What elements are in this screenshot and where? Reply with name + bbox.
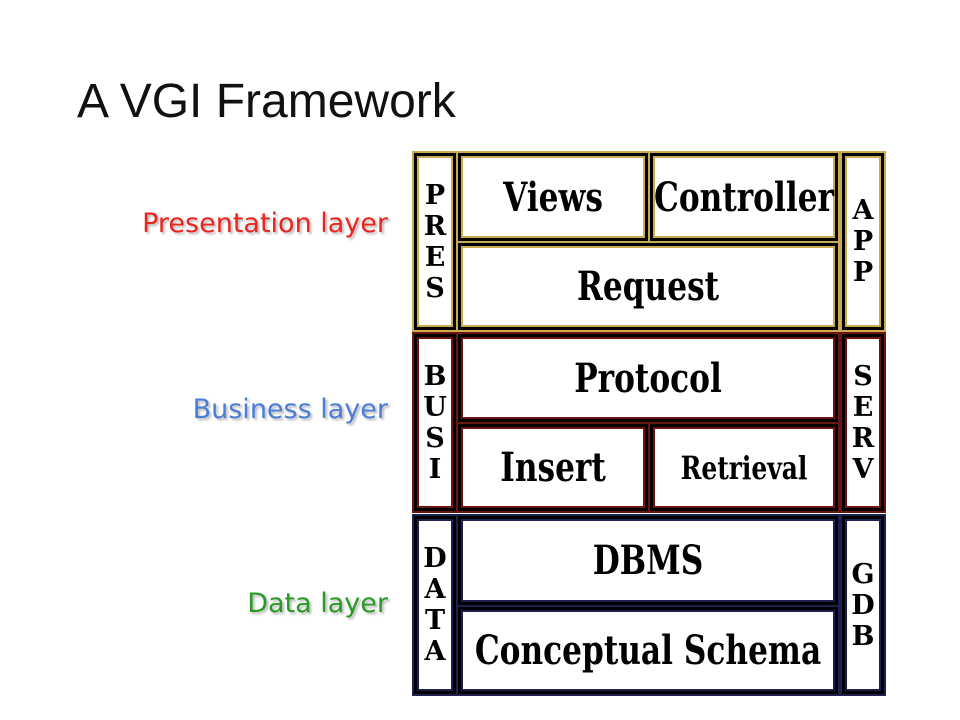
request-box: Request [458,243,838,330]
pres-side-letter: E [424,241,446,273]
data-side-letter: D [423,543,447,574]
app-side-letter: P [852,257,874,288]
busi-side-letter: S [425,422,445,454]
gdb-side-letter: G [851,558,875,590]
conceptual-schema-box: Conceptual Schema [458,607,838,694]
pres-side-letter: S [425,272,445,304]
business-layer-label: Business layer [192,394,388,425]
serv-side-letter: E [852,391,874,423]
app-side-letter: P [852,226,874,257]
serv-side-letter: V [852,453,874,485]
controller-label: Controller [654,173,834,221]
data-layer-label: Data layer [247,588,388,619]
protocol-box: Protocol [458,334,838,422]
busi-side-letter: I [428,453,442,485]
controller-box: Controller [650,153,838,241]
pres-side-letter: P [424,179,446,211]
serv-side-letter: R [851,422,875,454]
insert-box: Insert [458,424,648,511]
data-side-letter: T [424,605,446,636]
retrieval-box: Retrieval [650,424,838,511]
protocol-label: Protocol [574,354,722,402]
data-side-letter: A [424,574,446,605]
serv-side-letter: S [853,360,873,392]
gdb-side-letter: D [851,589,875,621]
dbms-label: DBMS [592,537,704,584]
retrieval-label: Retrieval [680,448,808,487]
busi-side-letter: U [423,391,447,423]
views-box: Views [458,153,648,241]
app-side-letter: A [852,195,874,226]
busi-side-letter: B [423,360,447,392]
dbms-box: DBMS [458,516,838,605]
request-label: Request [576,263,720,310]
insert-label: Insert [500,444,606,491]
presentation-layer-label: Presentation layer [142,208,388,239]
data-side-letter: A [424,636,446,667]
gdb-side-letter: B [851,620,875,652]
views-label: Views [503,173,603,221]
pres-side-letter: R [423,210,447,242]
conceptual-schema-label: Conceptual Schema [474,627,822,674]
slide-title: A VGI Framework [77,75,456,128]
